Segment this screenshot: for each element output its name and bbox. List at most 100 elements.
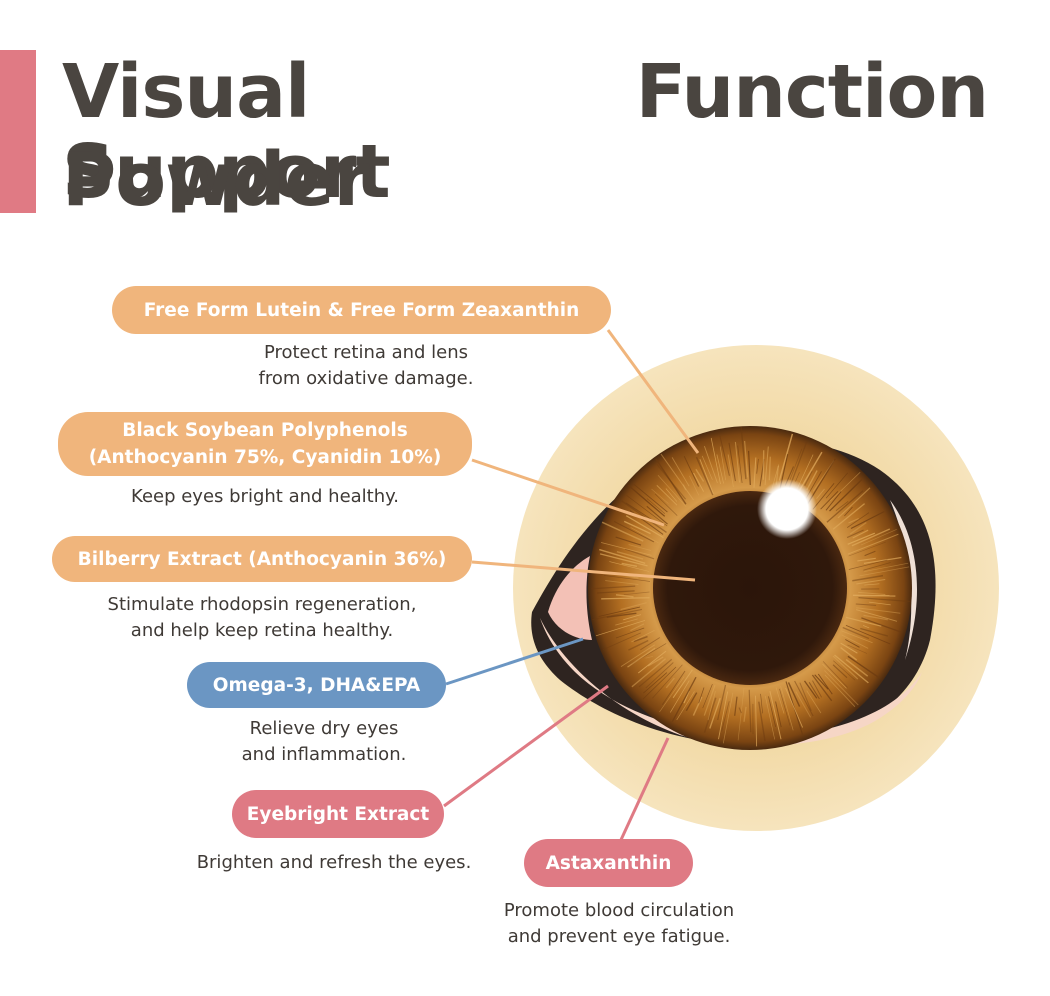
desc-line: Promote blood circulation [503,900,735,921]
iris-fiber [620,644,656,667]
desc-line: and inflammation. [241,744,407,765]
iris-fiber [832,664,848,679]
iris-fiber [852,594,896,597]
iris-fiber [829,479,863,512]
iris-fiber [830,471,861,502]
iris-fiber [734,441,741,483]
iris-fiber [718,691,729,740]
tear-duct [548,556,592,640]
iris-fiber [834,654,869,684]
ingredient-label-eyebright: Eyebright Extract [246,803,430,825]
iris-fiber [671,676,697,723]
iris-fiber [657,474,687,508]
iris-fiber [811,674,833,702]
iris-fiber [656,464,687,500]
iris-fiber [847,533,899,555]
iris-fiber [864,583,880,586]
iris-fiber [698,687,705,704]
iris-fiber [857,557,876,562]
connector-astaxanthin [618,737,670,843]
iris-fiber [701,455,713,480]
iris-fiber [643,672,668,694]
iris-fiber [780,686,794,731]
ingredient-pill-omega3: Omega-3, DHA&EPA [187,662,446,708]
iris-fiber [775,687,785,714]
iris-fiber [768,456,771,481]
iris-fiber [848,541,886,557]
iris-fiber [822,663,847,689]
iris-fiber [852,529,869,539]
iris-fiber [656,484,678,506]
iris-fiber [840,647,858,661]
iris-fiber [825,491,842,511]
ingredient-label-omega3: Omega-3, DHA&EPA [212,674,421,696]
ingredient-label-astaxanthin: Astaxanthin [545,852,672,874]
iris-fiber [645,662,674,689]
iris-fiber [760,693,763,714]
iris-fiber [647,656,664,667]
iris-fiber [623,520,651,535]
iris-fiber [863,562,909,572]
iris-fiber [847,532,876,545]
iris-fiber [703,684,716,716]
iris-fiber [661,670,686,706]
iris-fiber [764,446,769,485]
iris-fiber [789,448,803,481]
ingredient-desc-astaxanthin: Promote blood circulation and prevent ey… [458,898,780,950]
iris-fiber [727,454,734,487]
iris-fiber [860,627,888,637]
iris-fiber [637,650,667,674]
iris-fiber [753,457,757,488]
iris-fiber [626,495,668,527]
iris-fiber [628,639,649,651]
iris-fiber [804,470,813,487]
iris-fiber [825,472,848,499]
iris-fiber [806,470,818,491]
iris-fiber [847,644,868,654]
iris-fiber [856,607,901,614]
iris-fiber [606,612,637,618]
iris-fiber [845,658,869,677]
lower-lid-skin [540,618,922,746]
ingredient-label-black-soybean-2: (Anthocyanin 75%, Cyanidin 10%) [88,447,442,468]
iris-fiber [601,597,650,600]
iris-fiber [824,674,856,708]
iris-fiber [710,437,721,485]
iris-fiber [699,459,714,494]
desc-line: and prevent eye fatigue. [507,926,731,947]
iris-fiber [785,687,803,728]
iris-fiber [645,655,654,659]
iris-fiber [597,590,635,594]
iris-fiber [778,433,794,481]
iris-fiber [740,426,747,480]
iris-fiber [787,682,801,707]
iris-fiber [824,670,859,706]
desc-line: and help keep retina healthy. [130,620,394,641]
iris-fiber [683,455,700,487]
iris-fiber [613,520,655,543]
iris-fiber [737,688,745,741]
iris-fiber [716,454,724,484]
iris-fiber [795,472,800,482]
iris-fiber [799,682,812,712]
iris-fiber [601,542,652,556]
iris-fiber [855,609,898,622]
iris-fiber [808,682,820,700]
iris-fiber [848,517,859,524]
iris-fiber [591,585,636,590]
ingredient-pill-black-soybean: Black Soybean Polyphenols (Anthocyanin 7… [58,412,472,476]
iris-fiber [832,655,859,680]
iris-fiber [659,676,685,713]
iris-fiber [850,510,885,530]
iris-fiber [655,458,687,505]
iris-fiber [609,561,650,572]
iris-fiber [652,664,683,699]
iris-fiber [671,457,690,487]
iris-fiber [803,680,818,699]
iris-fiber [845,616,882,627]
iris-fiber [845,639,860,648]
iris-fiber [842,626,870,640]
iris-fiber [615,594,634,598]
iris-fiber [856,578,886,585]
